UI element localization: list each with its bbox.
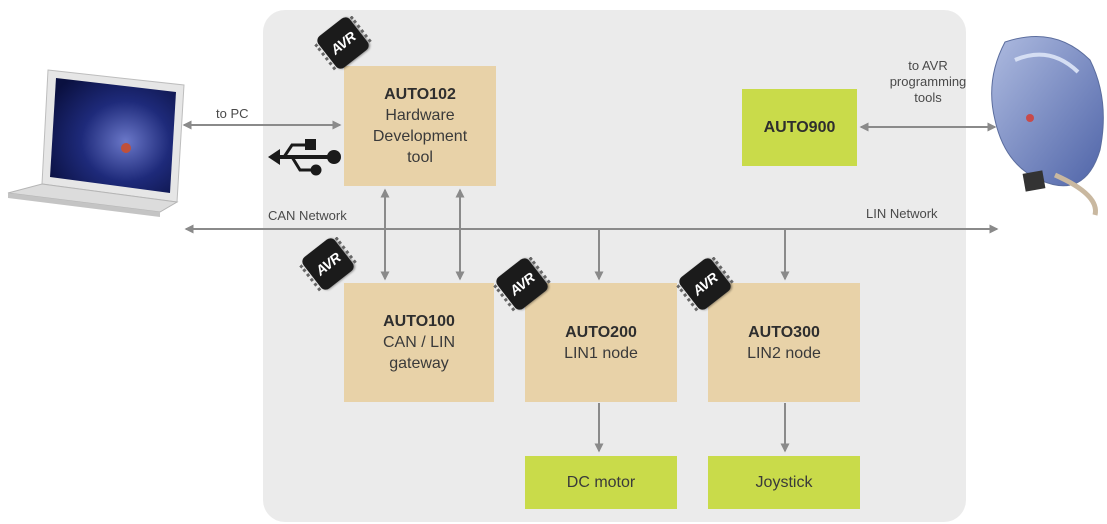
auto102-line3: tool <box>407 149 433 166</box>
auto100-line2: gateway <box>389 355 449 372</box>
auto100-box: AUTO100 CAN / LIN gateway <box>344 283 494 402</box>
auto300-box: AUTO300 LIN2 node <box>708 283 860 402</box>
auto900-title: AUTO900 <box>763 119 836 136</box>
can-network-label: CAN Network <box>268 208 347 223</box>
joystick-box: Joystick <box>708 456 860 509</box>
auto100-line1: CAN / LIN <box>382 334 455 351</box>
avr-chip-text: AVR <box>327 28 359 58</box>
to-avr-tools-line3: tools <box>914 90 942 105</box>
auto200-title: AUTO200 <box>565 323 637 341</box>
dc-motor-label: DC motor <box>566 474 636 491</box>
auto102-title: AUTO102 <box>384 86 456 103</box>
auto102-line2: Development <box>372 128 468 145</box>
to-pc-label: to PC <box>216 106 249 121</box>
auto300-line1: LIN2 node <box>747 344 821 362</box>
auto900-box: AUTO900 <box>742 89 857 166</box>
auto102-box: AUTO102 Hardware Development tool <box>344 66 496 186</box>
auto100-title: AUTO100 <box>383 313 455 330</box>
avr-chip-text: AVR <box>689 269 721 299</box>
avr-chip-text: AVR <box>312 249 344 279</box>
dc-motor-box: DC motor <box>525 456 677 509</box>
to-avr-tools-line1: to AVR <box>908 58 948 73</box>
to-avr-tools-line2: programming <box>889 74 967 89</box>
to-avr-tools-label: to AVR programming tools <box>880 58 976 106</box>
auto200-line1: LIN1 node <box>564 344 638 362</box>
lin-network-label: LIN Network <box>866 206 938 221</box>
avr-chip-text: AVR <box>506 269 538 299</box>
joystick-label: Joystick <box>755 474 813 491</box>
auto200-box: AUTO200 LIN1 node <box>525 283 677 402</box>
auto102-line1: Hardware <box>385 107 455 124</box>
auto300-title: AUTO300 <box>748 323 820 341</box>
